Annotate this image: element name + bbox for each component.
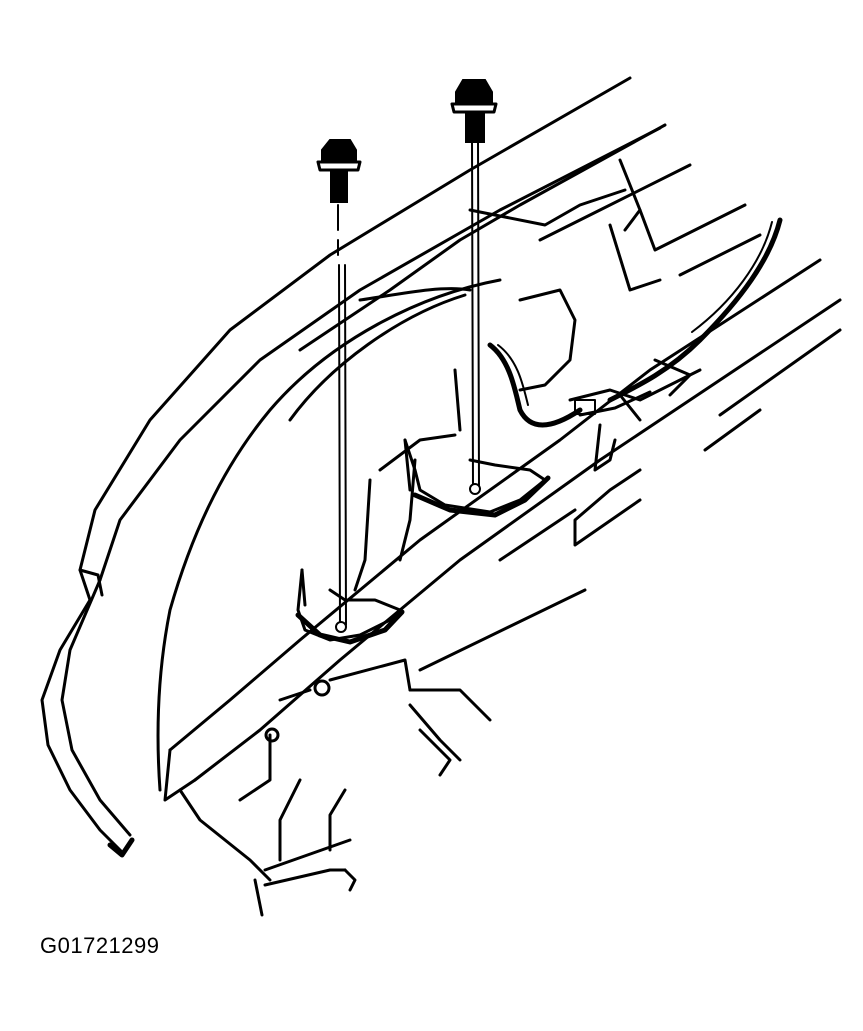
left-mounting-bracket bbox=[295, 568, 405, 645]
wiring-harness bbox=[487, 217, 783, 428]
lower-beam bbox=[163, 258, 842, 802]
outer-panel bbox=[40, 76, 662, 858]
right-bolt bbox=[450, 79, 498, 495]
left-bolt bbox=[316, 139, 362, 633]
right-mounting-bracket bbox=[403, 438, 551, 518]
figure-code-label: G01721299 bbox=[40, 933, 160, 958]
upper-rails bbox=[298, 123, 762, 352]
inner-body bbox=[156, 278, 577, 792]
lower-bracket bbox=[178, 688, 492, 917]
right-channel bbox=[418, 408, 762, 672]
